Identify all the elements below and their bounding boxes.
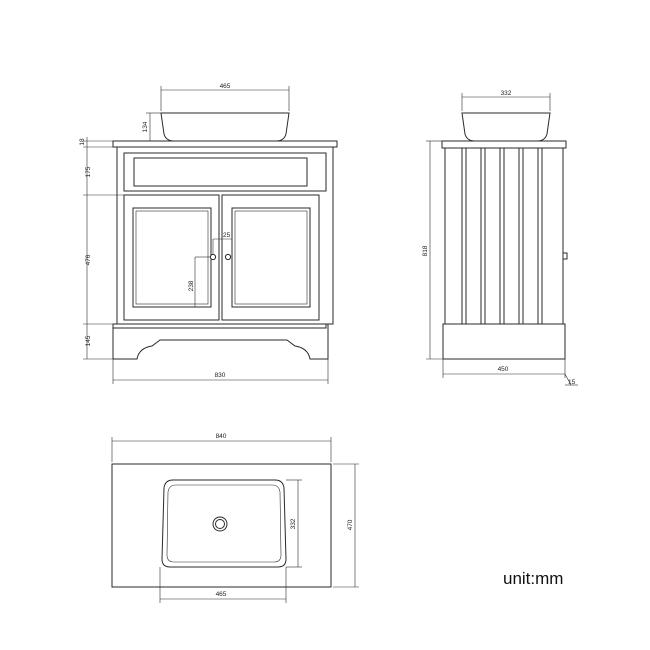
- front-door-right: [221, 194, 320, 321]
- front-basin: [160, 112, 290, 142]
- side-basin: [461, 112, 551, 142]
- dim-front-door-height: 476: [85, 254, 92, 265]
- top-basin-inner: [166, 484, 282, 563]
- dim-front-plinth-height: 145: [85, 335, 92, 346]
- side-knob: [562, 252, 568, 260]
- dim-top-overall-width: 840: [216, 433, 227, 440]
- front-knob-left: [209, 253, 217, 261]
- front-door-left: [123, 194, 220, 321]
- side-countertop: [441, 140, 567, 149]
- dim-front-handle-y: 238: [188, 280, 195, 291]
- dim-front-top-thickness: 18: [79, 138, 86, 146]
- front-drawer-panel: [133, 157, 308, 187]
- front-door-right-panel: [231, 207, 311, 308]
- dim-side-overall-depth: 450: [498, 366, 509, 373]
- dim-front-basin-width: 465: [220, 83, 231, 90]
- dim-top-basin-width: 465: [216, 591, 227, 598]
- dim-top-overall-depth: 470: [347, 519, 354, 530]
- front-view: 465 134 18 175 476 145 25 238 830: [79, 83, 338, 384]
- side-panel-boards: [461, 148, 543, 324]
- front-drawer: [123, 152, 327, 192]
- dim-side-overall-height: 818: [422, 245, 429, 256]
- dim-front-overall-width: 830: [215, 372, 226, 379]
- top-drain: [212, 516, 228, 532]
- dim-top-basin-depth: 332: [290, 518, 297, 529]
- dim-front-basin-height: 134: [142, 121, 149, 132]
- side-view: 332 818 450 15: [422, 90, 578, 386]
- side-plinth: [442, 323, 566, 360]
- top-countertop: [111, 463, 332, 588]
- front-door-left-panel: [132, 207, 212, 308]
- dim-front-handle-x: 25: [223, 232, 231, 239]
- dim-side-basin-depth: 332: [501, 90, 512, 97]
- front-plinth: [112, 324, 329, 360]
- front-countertop: [112, 140, 338, 148]
- unit-label: unit:mm: [503, 569, 563, 588]
- top-basin-outer: [161, 479, 287, 568]
- dim-side-handle-projection: 15: [568, 379, 576, 386]
- front-knob-right: [224, 253, 232, 261]
- dim-front-drawer-height: 175: [85, 166, 92, 177]
- top-view: 840 470 332 465: [111, 433, 359, 603]
